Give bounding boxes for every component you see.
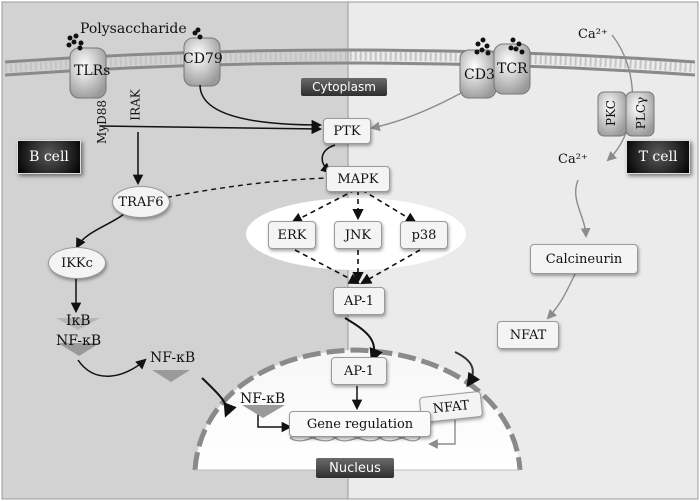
p38-box: p38: [400, 221, 448, 249]
arrow-cd79-ptk: [199, 84, 323, 131]
arrow-nfat-nucleus: [454, 351, 481, 388]
nfkb-label-3: NF-κB: [240, 391, 286, 407]
arrow-nfkb-release: [77, 358, 147, 377]
myd88-label: MyD88: [94, 100, 109, 144]
ikb-triangle: [56, 318, 100, 330]
arrow-ap1-nucleus: [344, 317, 383, 363]
gene-regulation-box: Gene regulation: [289, 411, 431, 437]
cd79-label: CD79: [183, 51, 223, 67]
calcineurin-box: Calcineurin: [530, 244, 638, 274]
dash-erk-ap1: [294, 249, 360, 285]
dash-p38-ap1: [360, 249, 421, 285]
ikb-label: IκB: [66, 313, 91, 329]
dash-mapk-p38: [361, 189, 417, 224]
arrow-nfat-gene: [428, 420, 456, 449]
nfkb-label-1: NF-κB: [56, 333, 102, 349]
arrow-calcineurin-nfat: [546, 273, 576, 320]
ca-mid-label: Ca²⁺: [558, 152, 588, 167]
dna-helix: [289, 434, 421, 442]
dash-traf6-mapk: [157, 177, 329, 200]
cd3-label: CD3: [464, 67, 495, 83]
nfkb-triangle-1: [58, 343, 100, 356]
mapk-box: MAPK: [326, 166, 390, 192]
ikkc-oval: IKKc: [48, 247, 106, 279]
ptk-box: PTK: [323, 118, 371, 144]
b-cell-badge: B cell: [17, 140, 81, 174]
nfkb-triangle-2: [152, 370, 190, 382]
dash-mapk-erk: [291, 189, 356, 224]
plc-label: PLCγ: [634, 96, 649, 130]
traf6-oval: TRAF6: [112, 186, 170, 218]
ap1-cytoplasm-box: AP-1: [333, 287, 385, 315]
arrow-traf6-ikkc: [76, 213, 125, 249]
arrow-myd88-ptk: [99, 123, 323, 135]
nfkb-triangle-3: [242, 405, 285, 418]
arrow-nfkb-gene: [257, 410, 293, 433]
pkc-plc-receptor: [597, 91, 655, 137]
tcr-label: TCR: [497, 61, 528, 77]
ap1-nucleus-box: AP-1: [331, 357, 387, 385]
irak-label: IRAK: [128, 89, 143, 121]
t-cell-badge: T cell: [626, 140, 690, 174]
cytoplasm-label: Cytoplasm: [301, 78, 387, 96]
tcr-receptor: [493, 43, 531, 95]
arrow-ca-calcineurin: [575, 179, 591, 238]
tlrs-label: TLRs: [74, 63, 111, 79]
nfat-cytoplasm-box: NFAT: [497, 321, 559, 349]
polysaccharide-label: Polysaccharide: [80, 21, 187, 37]
arrow-cd3-ptk: [370, 91, 464, 132]
ca-top-label: Ca²⁺: [578, 27, 608, 42]
nfkb-label-2: NF-κB: [150, 350, 196, 366]
nucleus-label: Nucleus: [316, 458, 394, 478]
erk-box: ERK: [268, 221, 316, 249]
pkc-label: PKC: [603, 100, 618, 126]
antigen-dots: [66, 27, 525, 56]
tlrs-receptor: [69, 47, 107, 99]
jnk-box: JNK: [334, 221, 382, 249]
arrow-nfkb-nucleus: [201, 377, 237, 418]
